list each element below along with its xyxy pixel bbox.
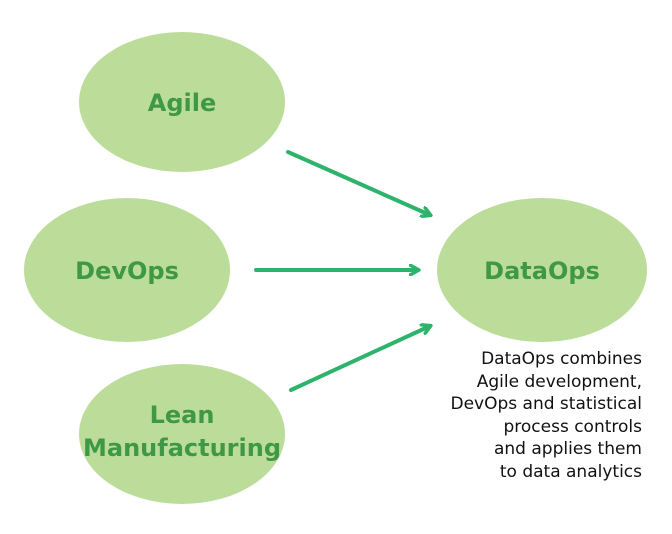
description-line: Agile development, — [476, 371, 642, 392]
arrow-lean-to-dataops — [289, 326, 430, 392]
node-agile-label: Agile — [148, 89, 216, 117]
description-line: and applies them — [493, 439, 642, 459]
node-lean-manufacturing-shape — [79, 364, 285, 504]
node-lean-label-line2: Manufacturing — [83, 434, 281, 462]
node-agile: Agile — [79, 32, 285, 172]
dataops-description: DataOps combines Agile development, DevO… — [430, 348, 643, 483]
description-line: process controls — [503, 416, 642, 437]
node-lean-label-line1: Lean — [150, 401, 215, 429]
node-devops: DevOps — [24, 198, 230, 342]
node-devops-label: DevOps — [75, 257, 179, 285]
node-dataops-label: DataOps — [484, 257, 600, 285]
arrow-agile-to-dataops — [286, 150, 430, 215]
node-agile-shape — [79, 32, 285, 172]
description-line: DevOps and statistical — [450, 394, 643, 414]
node-dataops: DataOps — [437, 198, 647, 342]
description-line: to data analytics — [499, 461, 642, 482]
description-line: DataOps combines — [481, 349, 642, 369]
node-lean-manufacturing: Lean Manufacturing — [79, 364, 285, 504]
node-dataops-shape — [437, 198, 647, 342]
node-devops-shape — [24, 198, 230, 342]
